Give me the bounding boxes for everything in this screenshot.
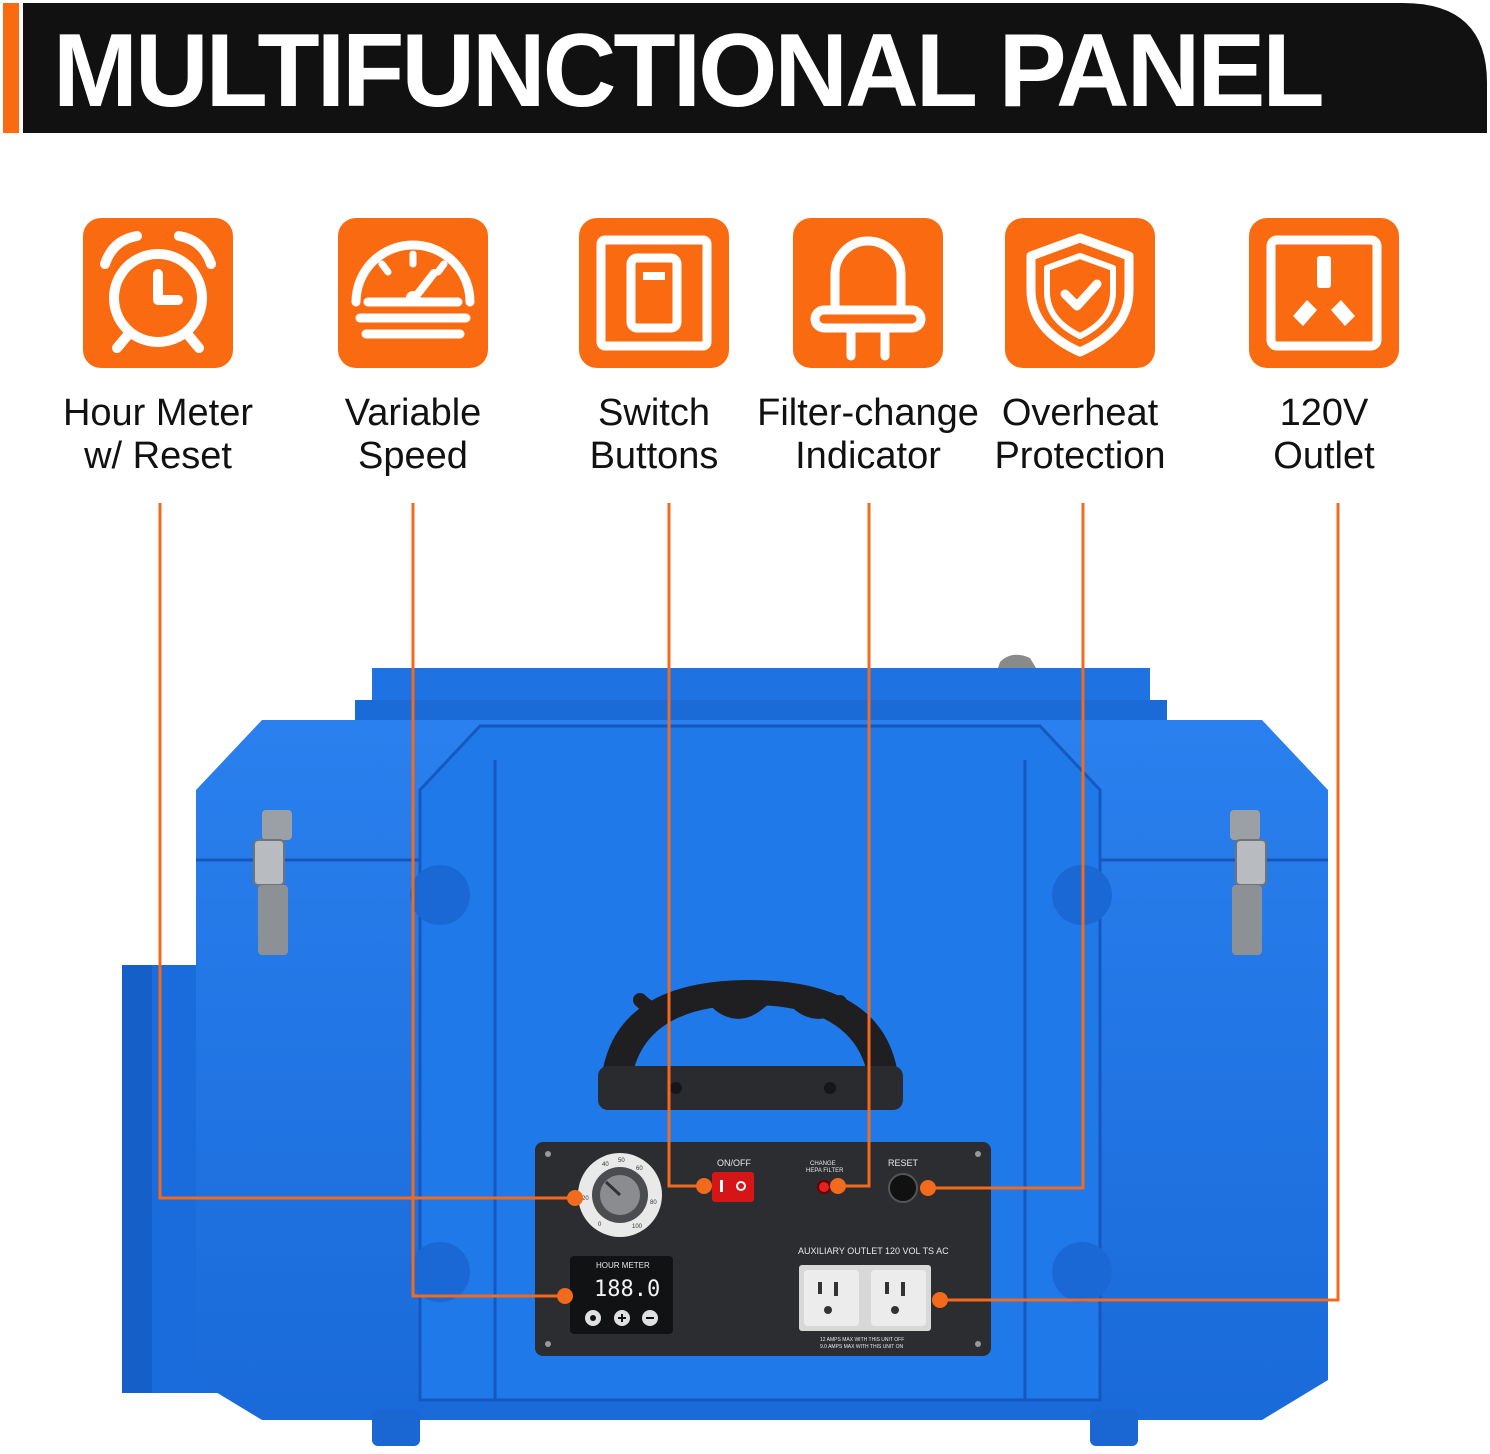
banner-background xyxy=(3,3,1487,133)
feature-label: Variable Speed xyxy=(288,392,538,478)
hour-meter: HOUR METER 188.0 xyxy=(570,1256,673,1334)
feature-label: Overheat Protection xyxy=(955,392,1205,478)
carry-handle[interactable] xyxy=(598,980,903,1110)
aux-outlet[interactable] xyxy=(799,1265,931,1331)
title-banner: MULTIFUNCTIONAL PANEL xyxy=(3,3,1487,133)
feature-label: Hour Meter w/ Reset xyxy=(33,392,283,478)
foot xyxy=(1090,1410,1138,1446)
callout-hour-meter-line xyxy=(158,503,575,1200)
feature-label-line1: Switch xyxy=(598,392,710,434)
feature-label-line2: Outlet xyxy=(1273,435,1375,477)
outlet-note: 9.0 AMPS MAX WITH THIS UNIT ON xyxy=(820,1344,904,1350)
switch-icon xyxy=(579,218,729,368)
foot xyxy=(372,1410,420,1446)
hour-meter-label: HOUR METER xyxy=(596,1261,650,1270)
feature-120v-outlet: 120V Outlet xyxy=(1199,218,1449,478)
feature-label-line1: Hour Meter xyxy=(62,392,254,434)
speedometer-icon xyxy=(338,218,488,368)
feature-label-line1: Filter-change xyxy=(757,392,979,434)
reset-label: RESET xyxy=(888,1158,919,1168)
feature-variable-speed: Variable Speed xyxy=(288,218,538,478)
dial-tick-label: 100 xyxy=(632,1224,643,1230)
feature-label-line2: Protection xyxy=(994,435,1166,477)
feature-hour-meter: Hour Meter w/ Reset xyxy=(33,218,283,478)
callout-dot xyxy=(696,1178,712,1194)
dial-tick-label: 40 xyxy=(602,1162,609,1168)
dial-tick-label: 50 xyxy=(618,1158,625,1164)
callout-outlet-line xyxy=(940,503,1340,1302)
feature-overheat-protection: Overheat Protection xyxy=(955,218,1205,478)
feature-label-line2: w/ Reset xyxy=(84,435,232,477)
callout-dots xyxy=(557,1178,948,1308)
right-latch[interactable] xyxy=(1230,810,1267,955)
recess xyxy=(1052,1242,1112,1302)
inlet-duct-rim xyxy=(122,965,152,1393)
left-latch[interactable] xyxy=(253,810,292,955)
callout-dot xyxy=(567,1190,583,1206)
outlet-note: 12 AMPS MAX WITH THIS UNIT OFF xyxy=(820,1337,904,1343)
on-off-label: ON/OFF xyxy=(717,1158,751,1168)
recess xyxy=(410,1242,470,1302)
dial-tick-label: 20 xyxy=(582,1196,589,1202)
feature-label-line1: Variable xyxy=(344,392,482,434)
feature-filter-indicator: Filter-change Indicator xyxy=(743,218,993,478)
callout-dot xyxy=(920,1180,936,1196)
feature-label: Filter-change Indicator xyxy=(743,392,993,478)
change-filter-label: CHANGE xyxy=(810,1161,836,1167)
control-panel: 40 50 60 20 80 0 100 ON/OFF CHANGE HEPA … xyxy=(535,1142,991,1356)
callout-dot xyxy=(557,1288,573,1304)
feature-label-line2: Buttons xyxy=(589,435,719,477)
alarm-clock-icon xyxy=(83,218,233,368)
callout-dot xyxy=(932,1292,948,1308)
feature-switch-buttons: Switch Buttons xyxy=(529,218,779,478)
lid-clip xyxy=(998,654,1036,668)
feature-label-line1: 120V xyxy=(1279,392,1369,434)
outlet-label: AUXILIARY OUTLET 120 VOL TS AC xyxy=(798,1246,949,1256)
shield-check-icon xyxy=(1005,218,1155,368)
speed-dial[interactable]: 40 50 60 20 80 0 100 xyxy=(578,1153,662,1237)
feature-label-line2: Indicator xyxy=(795,435,941,477)
dial-tick-label: 80 xyxy=(650,1200,657,1206)
callout-lines xyxy=(158,503,1340,1302)
callout-switch-line xyxy=(667,503,704,1188)
feature-label: Switch Buttons xyxy=(529,392,779,478)
dial-tick-label: 60 xyxy=(636,1166,643,1172)
feature-label: 120V Outlet xyxy=(1199,392,1449,478)
change-filter-label: HEPA FILTER xyxy=(806,1168,844,1174)
callout-overheat-line xyxy=(928,503,1085,1190)
callout-filter-line xyxy=(838,503,871,1188)
power-switch[interactable] xyxy=(712,1172,754,1202)
page-title: MULTIFUNCTIONAL PANEL xyxy=(53,13,1325,129)
led-bulb-icon xyxy=(793,218,943,368)
recess xyxy=(410,865,470,925)
callout-dot xyxy=(830,1178,846,1194)
power-outlet-icon xyxy=(1249,218,1399,368)
callout-variable-speed-line xyxy=(411,503,565,1298)
filter-indicator-light xyxy=(817,1180,831,1194)
reset-button[interactable] xyxy=(888,1173,918,1203)
dial-tick-label: 0 xyxy=(598,1222,602,1228)
feature-label-line1: Overheat xyxy=(1001,392,1159,434)
feature-label-line2: Speed xyxy=(358,435,468,477)
hour-meter-display: 188.0 xyxy=(594,1277,660,1302)
